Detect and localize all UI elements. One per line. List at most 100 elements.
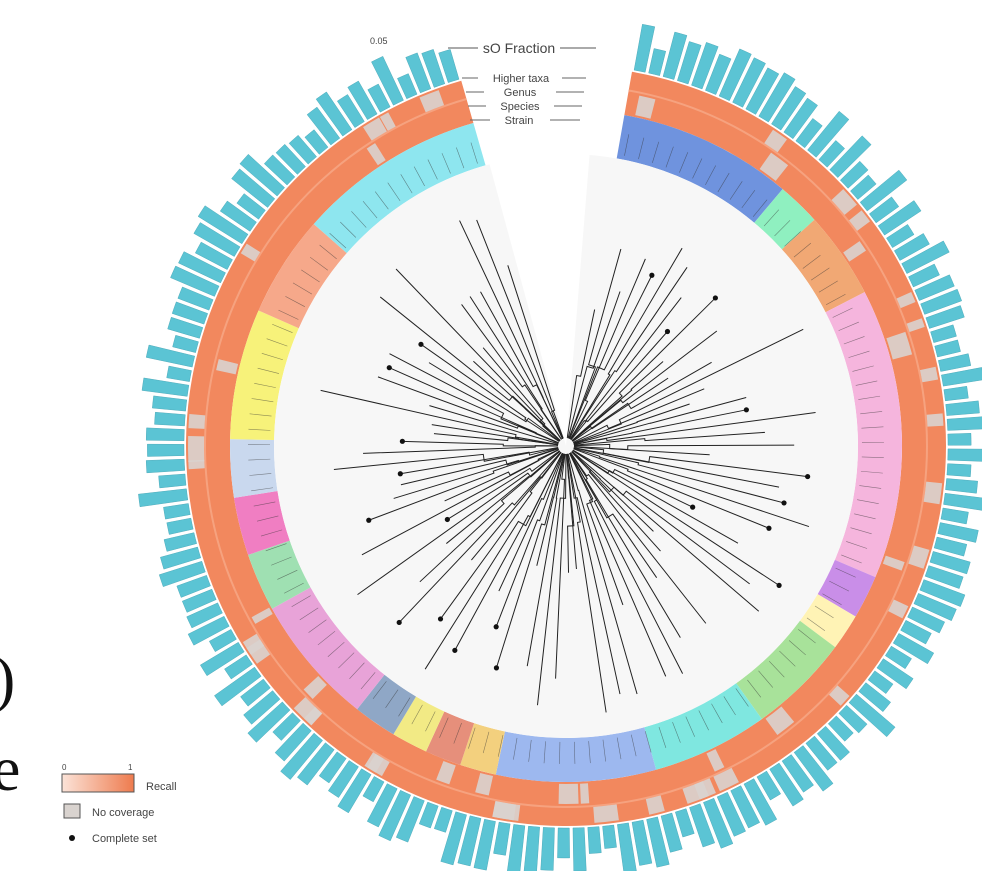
leaf-label-mark bbox=[349, 662, 365, 680]
leaf-label-mark bbox=[616, 737, 622, 760]
fraction-bar bbox=[933, 536, 968, 557]
leaf-label-mark bbox=[735, 688, 749, 707]
complete-set-marker bbox=[397, 471, 403, 477]
fraction-bar bbox=[913, 593, 957, 621]
tree-branch bbox=[573, 446, 780, 488]
leaf-label-mark bbox=[602, 739, 607, 762]
fraction-bar bbox=[141, 377, 190, 397]
leaf-label-mark bbox=[413, 166, 425, 187]
fraction-bar bbox=[247, 701, 291, 743]
tree-branch bbox=[572, 449, 780, 586]
complete-set-marker bbox=[712, 295, 718, 301]
fraction-bar bbox=[587, 826, 602, 854]
leaf-label-mark bbox=[453, 722, 462, 744]
fraction-bar bbox=[660, 812, 683, 853]
fraction-bar bbox=[239, 154, 285, 197]
fraction-bar bbox=[705, 53, 732, 95]
tree-branch bbox=[402, 440, 559, 447]
leaf-label-mark bbox=[309, 256, 329, 271]
leaf-label-mark bbox=[387, 182, 401, 202]
leaf-label-mark bbox=[261, 353, 283, 361]
tree-branch bbox=[573, 431, 765, 446]
leaf-label-mark bbox=[271, 556, 292, 566]
clade-wedge bbox=[616, 115, 783, 223]
leaf-label-mark bbox=[859, 485, 882, 489]
track-label-gap bbox=[452, 26, 600, 446]
tree-branch bbox=[567, 453, 638, 695]
leaf-label-mark bbox=[513, 737, 518, 760]
clade-wedge bbox=[825, 292, 902, 578]
fraction-bar bbox=[677, 41, 702, 85]
no-coverage-block bbox=[713, 767, 739, 792]
fraction-bar bbox=[937, 522, 979, 543]
clade-wedge bbox=[230, 439, 278, 498]
fraction-bar bbox=[158, 561, 206, 587]
leaf-label-mark bbox=[338, 652, 355, 669]
fraction-bar bbox=[930, 324, 957, 343]
tree-branch bbox=[333, 446, 559, 471]
leaf-label-mark bbox=[329, 233, 347, 249]
tree-branch bbox=[440, 451, 562, 620]
legend-recall-max: 1 bbox=[128, 763, 133, 772]
leaf-label-mark bbox=[301, 269, 320, 283]
leaf-label-mark bbox=[284, 582, 304, 594]
fraction-bar bbox=[945, 478, 978, 494]
fraction-bar bbox=[631, 819, 653, 866]
complete-set-marker bbox=[399, 438, 405, 444]
clade-wedge bbox=[234, 491, 290, 555]
tree-branch bbox=[570, 297, 682, 440]
fraction-bar bbox=[769, 762, 804, 807]
scale-label: 0.05 bbox=[370, 36, 388, 46]
fraction-bar bbox=[894, 233, 930, 261]
tree-branch bbox=[572, 388, 705, 443]
complete-set-marker bbox=[493, 624, 499, 630]
tree-branches bbox=[320, 219, 816, 713]
leaf-label-mark bbox=[497, 735, 504, 757]
no-coverage-block bbox=[765, 706, 795, 735]
complete-set-marker bbox=[805, 473, 811, 480]
fraction-bar bbox=[885, 645, 912, 669]
no-coverage-block bbox=[303, 706, 322, 726]
complete-set-marker bbox=[690, 504, 696, 510]
no-coverage-block bbox=[593, 804, 619, 823]
complete-set-marker bbox=[437, 616, 444, 622]
fraction-bar bbox=[170, 265, 220, 297]
fraction-bar bbox=[947, 433, 972, 446]
fraction-bar bbox=[781, 754, 814, 793]
tree-branch bbox=[446, 450, 561, 544]
no-coverage-block bbox=[764, 129, 787, 153]
legend: 0 1 Recall No coverage Complete set bbox=[61, 763, 177, 845]
fraction-bar bbox=[304, 129, 329, 155]
tree-branch bbox=[566, 453, 575, 573]
tree-branch bbox=[476, 219, 564, 439]
leaf-label-mark bbox=[861, 426, 884, 429]
leaf-label-mark bbox=[793, 242, 812, 258]
leaf-label-mark bbox=[806, 617, 826, 631]
leaf-label-mark bbox=[832, 307, 853, 318]
fraction-bar bbox=[457, 815, 482, 867]
tree-branch bbox=[573, 447, 810, 528]
fraction-bar bbox=[231, 168, 276, 208]
fraction-bar bbox=[187, 615, 230, 646]
fraction-bar bbox=[182, 588, 217, 613]
no-coverage-block bbox=[886, 331, 913, 360]
tree-branch bbox=[568, 453, 624, 606]
tree-branch bbox=[573, 448, 770, 529]
clade-wedge bbox=[736, 620, 836, 720]
fraction-bar bbox=[306, 106, 341, 146]
tree-branch bbox=[571, 297, 716, 442]
clade-wedge bbox=[258, 224, 347, 329]
fraction-bar bbox=[145, 458, 185, 474]
fraction-bar bbox=[838, 704, 868, 734]
leaf-label-mark bbox=[850, 527, 872, 535]
no-coverage-block bbox=[849, 210, 871, 231]
tree-branch bbox=[571, 330, 718, 442]
track-label-fraction: sO Fraction bbox=[483, 40, 555, 56]
leaf-label-mark bbox=[249, 413, 272, 417]
leaf-label-mark bbox=[758, 670, 774, 688]
fraction-bar bbox=[224, 654, 253, 680]
fraction-bar bbox=[867, 670, 894, 694]
fraction-bar bbox=[328, 760, 359, 798]
leaf-label-mark bbox=[285, 296, 305, 307]
